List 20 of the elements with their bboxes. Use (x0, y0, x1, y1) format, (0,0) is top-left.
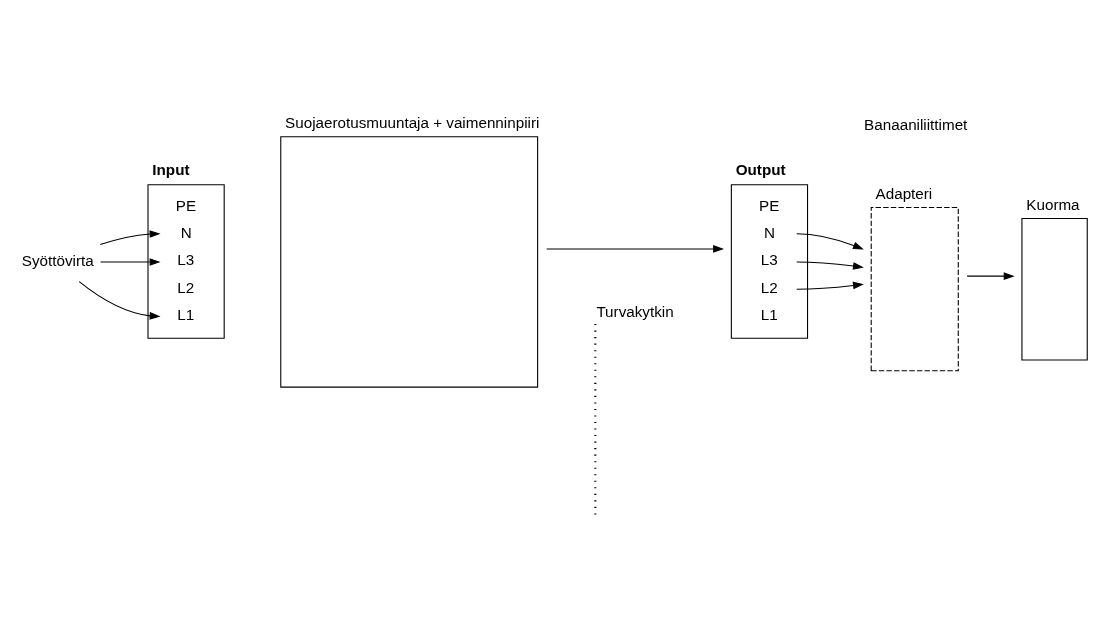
node-label: Output (735, 160, 786, 178)
node-label: Kuorma (1026, 195, 1080, 213)
arrow (78, 280, 161, 320)
node-label: Suojaerotusmuuntaja + vaimenninpiiri (285, 113, 540, 131)
arrow (99, 257, 161, 266)
arrow (796, 281, 864, 290)
arrow (99, 229, 161, 245)
arrow (796, 260, 864, 270)
node-box (1021, 217, 1088, 360)
node-label: Input (152, 160, 190, 178)
label: Banaaniliittimet (864, 115, 968, 133)
node-text: Syöttövirta (21, 251, 94, 269)
node-box: PE N L3 L2 L1 (730, 183, 809, 339)
node-label: Adapteri (875, 184, 933, 202)
arrow (796, 232, 864, 249)
node-box (280, 135, 539, 388)
node-box (870, 206, 959, 371)
label: Turvakytkin (596, 302, 674, 320)
arrow (546, 244, 725, 253)
arrow (966, 271, 1015, 280)
